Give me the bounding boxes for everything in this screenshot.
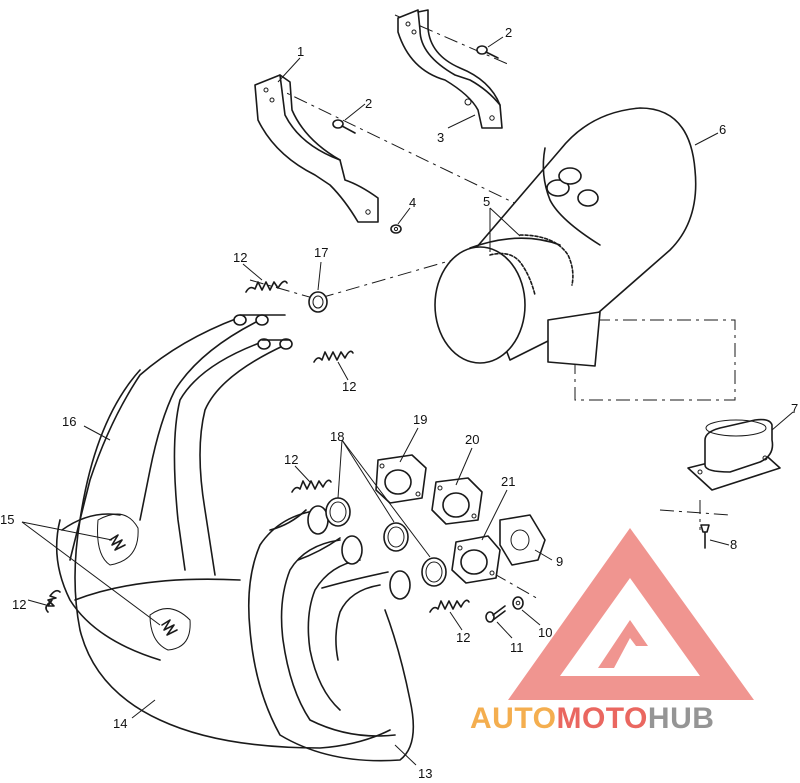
callout-9: 9 xyxy=(556,554,563,569)
callout-2a: 2 xyxy=(365,96,372,111)
spring-12-center xyxy=(291,479,332,493)
leader-lines xyxy=(21,36,794,766)
callout-7: 7 xyxy=(791,401,798,416)
logo-text-auto: AUTO xyxy=(470,702,556,735)
clamp-17 xyxy=(308,291,328,313)
spring-12-top xyxy=(245,280,288,293)
callout-19: 19 xyxy=(413,412,427,427)
callout-18: 18 xyxy=(330,429,344,444)
head-pipes xyxy=(69,314,293,576)
callout-6: 6 xyxy=(719,122,726,137)
mount-7 xyxy=(687,418,781,491)
callout-12-top: 12 xyxy=(233,250,247,265)
logo-triangle-icon xyxy=(508,528,754,700)
watermark-logo: AUTOMOTOHUB xyxy=(470,528,754,735)
callout-13: 13 xyxy=(418,766,432,781)
bolt-2-lower xyxy=(332,119,356,134)
callout-labels: 1 2 2 3 4 5 6 7 8 9 10 11 12 12 12 12 12… xyxy=(0,25,798,781)
callout-12-bottom: 12 xyxy=(456,630,470,645)
nut-4 xyxy=(390,224,402,234)
bolt-11 xyxy=(485,605,506,623)
callout-15: 15 xyxy=(0,512,14,527)
bracket-lower xyxy=(254,74,379,223)
callout-5: 5 xyxy=(483,194,490,209)
spring-12-mid xyxy=(313,350,354,363)
logo-inner-mark-icon xyxy=(598,620,648,668)
flange-21 xyxy=(451,535,501,584)
expansion-chamber xyxy=(55,369,391,749)
logo-text-moto: MOTO xyxy=(556,702,647,735)
callout-16: 16 xyxy=(62,414,76,429)
callout-11: 11 xyxy=(510,640,524,655)
logo-text-hub: HUB xyxy=(648,702,715,735)
callout-20: 20 xyxy=(465,432,479,447)
flange-20 xyxy=(431,477,483,525)
callout-2b: 2 xyxy=(505,25,512,40)
washer-10 xyxy=(512,596,524,610)
callout-17: 17 xyxy=(314,245,328,260)
callout-12-center: 12 xyxy=(284,452,298,467)
muffler xyxy=(434,107,697,367)
spring-12-left xyxy=(45,589,61,613)
flange-19 xyxy=(375,454,427,504)
callout-14: 14 xyxy=(113,716,127,731)
gasket-9 xyxy=(499,514,546,566)
bracket-upper xyxy=(397,9,503,129)
callout-10: 10 xyxy=(538,625,552,640)
spring-12-bottom xyxy=(429,599,470,613)
callout-8: 8 xyxy=(730,537,737,552)
callout-21: 21 xyxy=(501,474,515,489)
bolt-2-upper xyxy=(476,45,499,59)
y-pipe-assembly xyxy=(248,505,415,762)
screw-8 xyxy=(700,524,710,549)
svg-text:AUTOMOTOHUB: AUTOMOTOHUB xyxy=(470,702,714,735)
springs-15 xyxy=(109,534,178,636)
callout-12-mid: 12 xyxy=(342,379,356,394)
callout-12-left: 12 xyxy=(12,597,26,612)
callout-1: 1 xyxy=(297,44,304,59)
callout-3: 3 xyxy=(437,130,444,145)
callout-4: 4 xyxy=(409,195,416,210)
